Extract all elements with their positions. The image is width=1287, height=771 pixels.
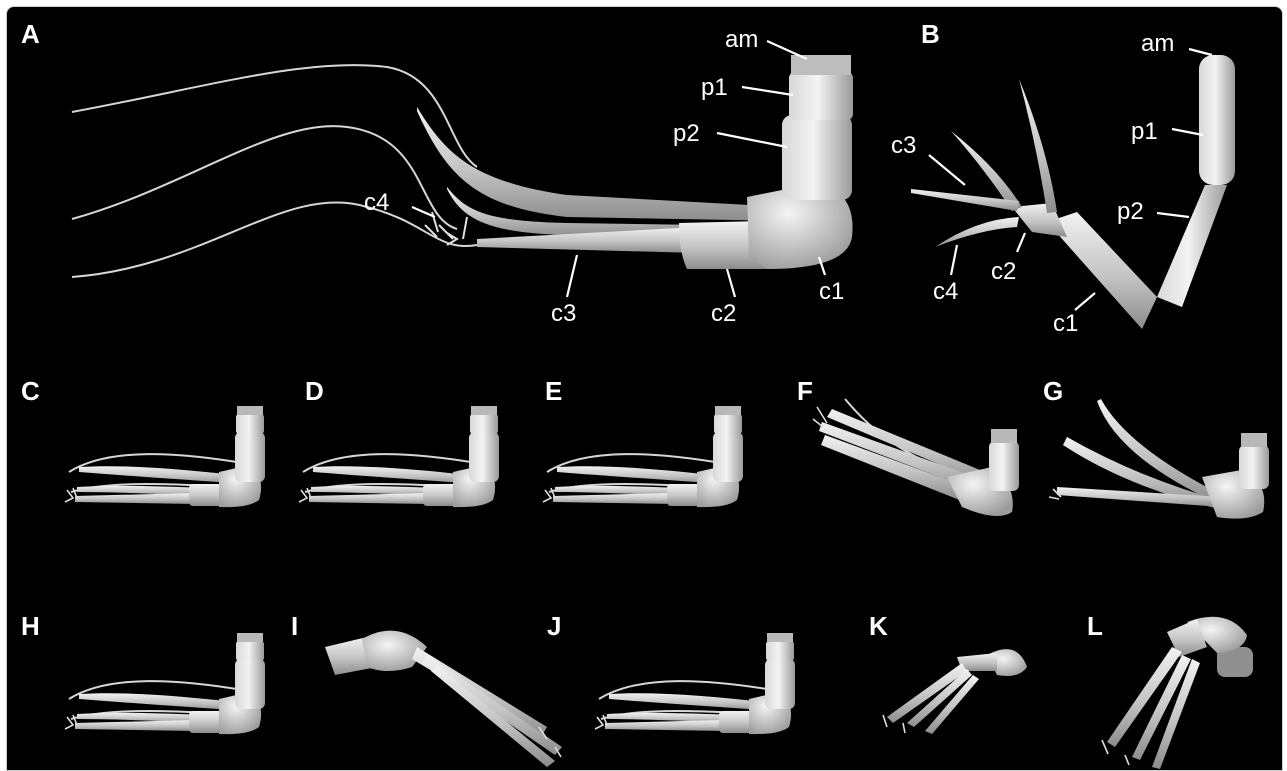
label-p1: p1 xyxy=(701,74,728,101)
panel-label-f: F xyxy=(797,376,813,406)
panel-j: J xyxy=(547,611,795,734)
label-b-am: am xyxy=(1141,30,1174,57)
panel-f: F xyxy=(797,376,1019,516)
panel-label-b: B xyxy=(921,19,940,49)
label-b-c2: c2 xyxy=(991,258,1016,285)
label-b-p2: p2 xyxy=(1117,198,1144,225)
panel-label-j: J xyxy=(547,611,561,641)
panel-d: D xyxy=(299,376,499,507)
panel-label-c: C xyxy=(21,376,40,406)
seta-curve-3 xyxy=(72,202,477,277)
label-b-c3: c3 xyxy=(891,132,916,159)
b-c2-podomere xyxy=(1012,203,1067,237)
label-c2: c2 xyxy=(711,300,736,327)
label-c4: c4 xyxy=(364,189,389,216)
panel-label-h: H xyxy=(21,611,40,641)
b-p2-podomere xyxy=(1157,185,1227,307)
seta-curve-1 xyxy=(72,65,477,167)
panel-label-g: G xyxy=(1043,376,1063,406)
label-b-p1: p1 xyxy=(1131,118,1158,145)
label-am: am xyxy=(725,26,758,53)
panel-i: I xyxy=(291,611,562,767)
p2-podomere xyxy=(782,115,852,200)
label-c1: c1 xyxy=(819,278,844,305)
panel-label-i: I xyxy=(291,611,298,641)
seta-curve-2 xyxy=(72,126,457,229)
label-c3: c3 xyxy=(551,300,576,327)
panel-label-d: D xyxy=(305,376,324,406)
label-b-c4: c4 xyxy=(933,278,958,305)
b-p1-podomere xyxy=(1199,55,1235,185)
am-podomere xyxy=(791,55,851,75)
panel-a: A am p1 p2 c4 c3 c2 c1 xyxy=(21,19,853,327)
label-b-c1: c1 xyxy=(1053,310,1078,337)
panel-c: C xyxy=(21,376,265,507)
panel-g: G xyxy=(1043,376,1269,519)
panel-b: B am p1 p2 c3 c2 c4 c1 xyxy=(891,19,1235,337)
b-c4-podomere xyxy=(935,217,1019,247)
panel-label-a: A xyxy=(21,19,40,49)
label-p2: p2 xyxy=(673,120,700,147)
panel-k: K xyxy=(869,611,1027,734)
panel-h: H xyxy=(21,611,265,734)
p1-podomere xyxy=(789,72,853,120)
panel-label-e: E xyxy=(545,376,562,406)
figure-frame: A am p1 p2 c4 c3 c2 c1 B am p1 p2 c3 c2 … xyxy=(6,6,1283,771)
panel-label-l: L xyxy=(1087,611,1103,641)
figure-canvas: A am p1 p2 c4 c3 c2 c1 B am p1 p2 c3 c2 … xyxy=(7,7,1282,770)
panel-label-k: K xyxy=(869,611,888,641)
panel-l: L xyxy=(1087,611,1253,769)
panel-e: E xyxy=(543,376,743,507)
